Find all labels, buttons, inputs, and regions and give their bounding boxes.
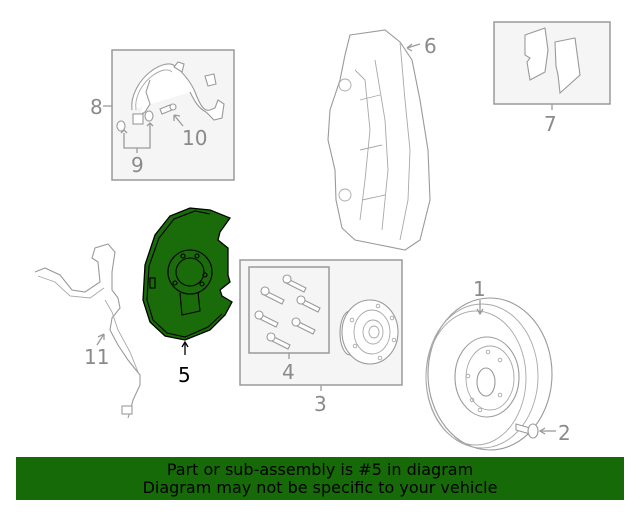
callout-4[interactable]: 4 [282, 360, 295, 384]
callout-9[interactable]: 9 [131, 153, 144, 177]
hose-fitting [132, 113, 144, 125]
abs-wire-group[interactable]: 11 [34, 243, 141, 419]
callout-1[interactable]: 1 [473, 277, 486, 301]
washer-icon [116, 120, 126, 132]
banner-line-1: Part or sub-assembly is #5 in diagram [166, 459, 474, 479]
caliper-shape [327, 29, 431, 251]
info-banner: Part or sub-assembly is #5 in diagram Di… [16, 457, 624, 500]
hub-bearing [339, 299, 399, 365]
brake-rotor-group[interactable]: 1 [425, 277, 553, 451]
brake-pads-group[interactable]: 7 [493, 21, 611, 136]
callout-8[interactable]: 8 [90, 95, 103, 119]
callout-10[interactable]: 10 [182, 126, 207, 150]
callout-5[interactable]: 5 [178, 363, 191, 387]
brake-pad-left [524, 27, 549, 81]
brake-pads-box [493, 21, 611, 105]
callout-11[interactable]: 11 [84, 345, 109, 369]
hub-assembly-group[interactable]: 4 3 [239, 259, 403, 416]
caliper-group[interactable]: 6 [327, 29, 437, 251]
wheel-studs [254, 274, 321, 350]
callout-7[interactable]: 7 [544, 112, 557, 136]
brake-pad-right [554, 37, 581, 95]
banner-line-2: Diagram may not be specific to your vehi… [142, 477, 498, 497]
washer-icon [144, 110, 154, 122]
rotor-screw-group[interactable]: 2 [515, 421, 571, 445]
abs-wire-shape [34, 243, 141, 419]
splash-shield-group[interactable]: 5 [142, 207, 233, 387]
callout-6[interactable]: 6 [424, 34, 437, 58]
callout-3[interactable]: 3 [314, 392, 327, 416]
splash-shield-shape [142, 207, 233, 341]
callout-2[interactable]: 2 [558, 421, 571, 445]
brake-hose-shape [131, 63, 225, 121]
brake-hose-group[interactable]: 8 9 10 [90, 49, 235, 181]
